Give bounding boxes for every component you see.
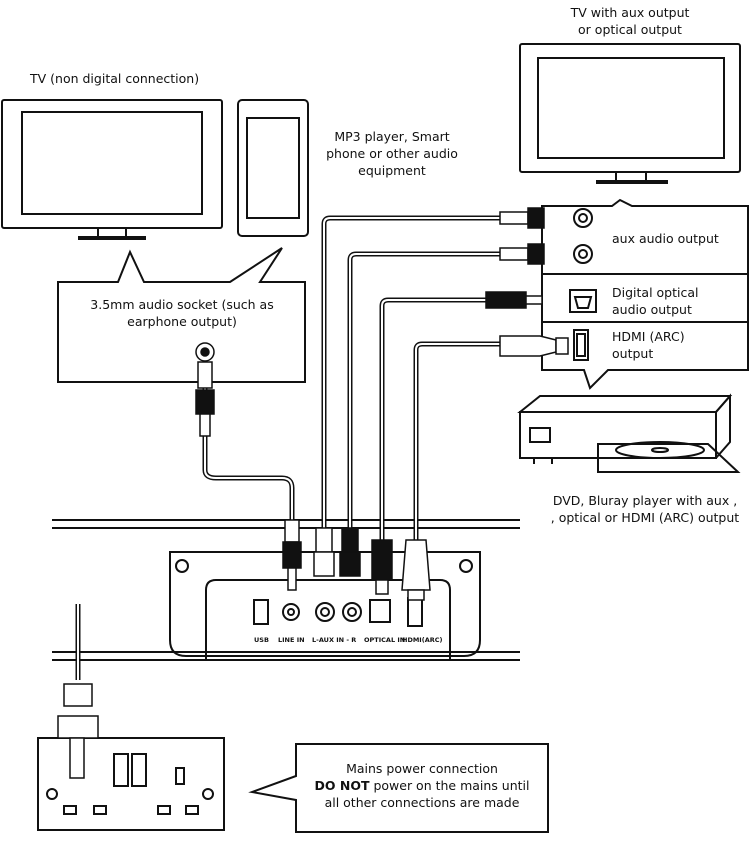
mp3-label: MP3 player, Smart phone or other audio e… <box>326 129 458 178</box>
dvd-label: DVD, Bluray player with aux , , optical … <box>550 493 740 525</box>
output-callout <box>541 198 749 390</box>
port-label-optical-in: OPTICAL IN <box>364 636 406 644</box>
port-label-usb: USB <box>254 636 269 644</box>
tv-non-digital-label: TV (non digital connection) <box>30 71 200 86</box>
mains-label: Mains power connection DO NOT power on t… <box>314 761 530 810</box>
port-label-line-in: LINE IN <box>278 636 305 644</box>
port-label-aux-in: L-AUX IN - R <box>312 636 357 644</box>
port-label-hdmi-arc: HDMI(ARC) <box>402 636 443 644</box>
tv-aux-icon <box>519 43 741 184</box>
tv-non-digital-icon <box>1 99 223 240</box>
aux-audio-output-label: aux audio output <box>612 231 719 246</box>
socket-label: 3.5mm audio socket (such as earphone out… <box>90 297 274 329</box>
socket-callout <box>57 247 306 383</box>
hdmi-output-label: HDMI (ARC) output <box>612 329 685 361</box>
digital-optical-label: Digital optical audio output <box>612 285 699 317</box>
tv-aux-label: TV with aux output or optical output <box>570 5 690 37</box>
phone-icon <box>237 99 309 237</box>
do-not-text: DO NOT <box>314 778 370 793</box>
wall-socket-icon <box>37 737 225 831</box>
mains-callout <box>248 743 549 833</box>
dvd-player-icon <box>517 393 741 473</box>
